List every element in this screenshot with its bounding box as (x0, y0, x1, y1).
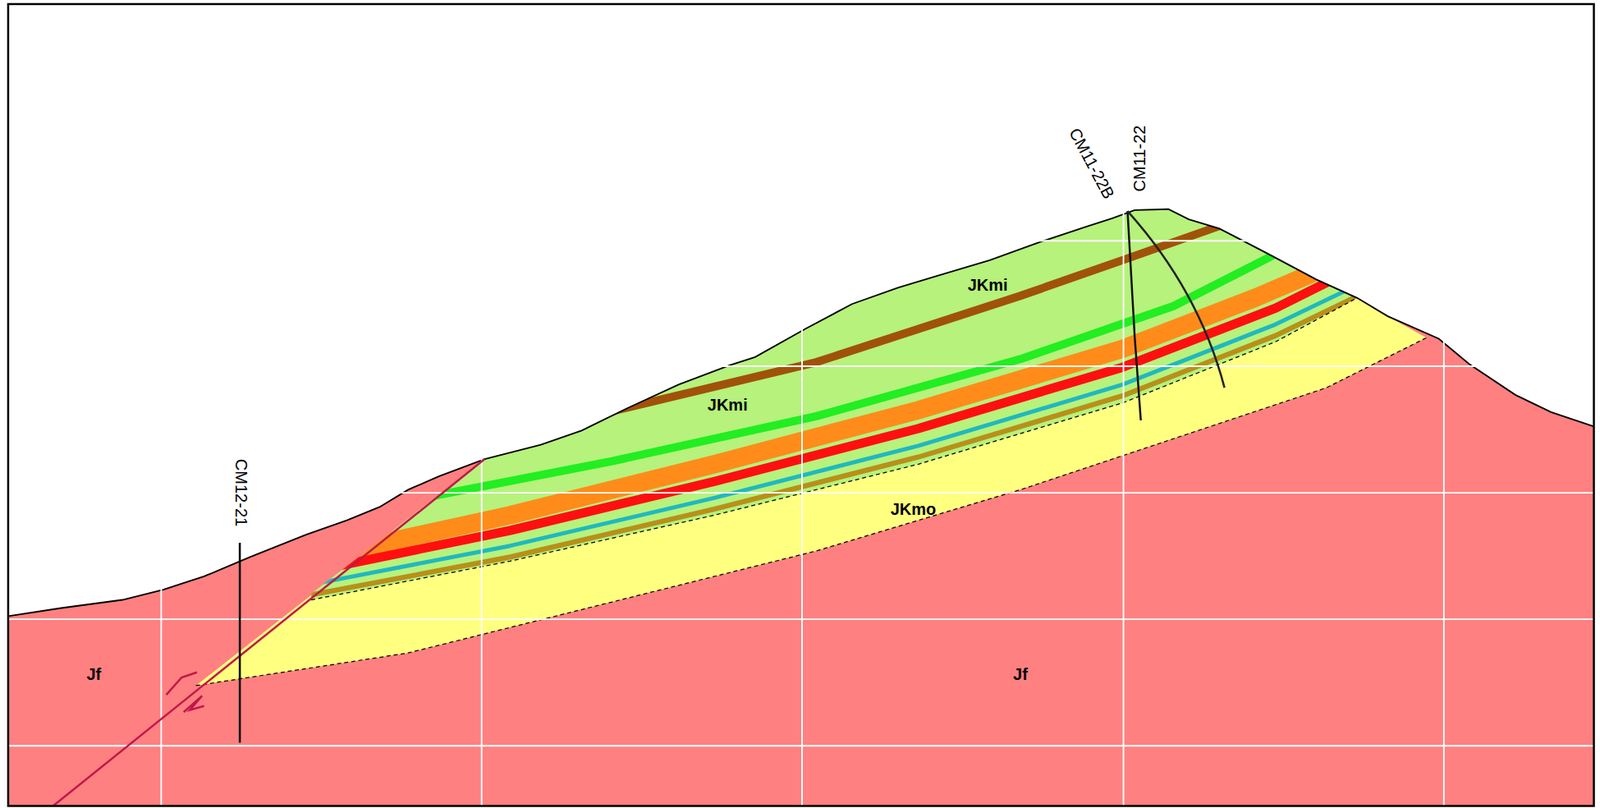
unit-label: JKmi (707, 396, 748, 413)
unit-label: JKmo (890, 500, 937, 518)
drill-hole-name: CM11-22 (1131, 124, 1148, 192)
grid (8, 4, 1595, 807)
drill-hole (1127, 210, 1141, 421)
jkmo-region (196, 209, 1427, 686)
drill-hole (1127, 210, 1225, 388)
unit-label: Jf (1013, 665, 1028, 683)
unit-label: Jf (86, 665, 101, 683)
jkmo-top-contact (311, 297, 1358, 601)
olive-bed (306, 293, 1362, 596)
fault (53, 458, 486, 806)
frame (8, 4, 1595, 807)
jf-region (8, 209, 1595, 807)
drill-hole-name: CM12-21 (233, 458, 251, 527)
unit-label: JKmi (967, 276, 1009, 294)
green-bed (428, 248, 1286, 497)
brown-bed (612, 222, 1230, 412)
fault-motion-arrow (183, 695, 205, 712)
jkmo-base-contact (196, 337, 1427, 686)
fault-motion-arrow (166, 672, 198, 695)
drill-hole (238, 542, 241, 743)
red-bed (336, 277, 1337, 567)
jkmi-region (311, 209, 1358, 601)
teal-bed (316, 287, 1353, 583)
topography (8, 209, 1595, 617)
